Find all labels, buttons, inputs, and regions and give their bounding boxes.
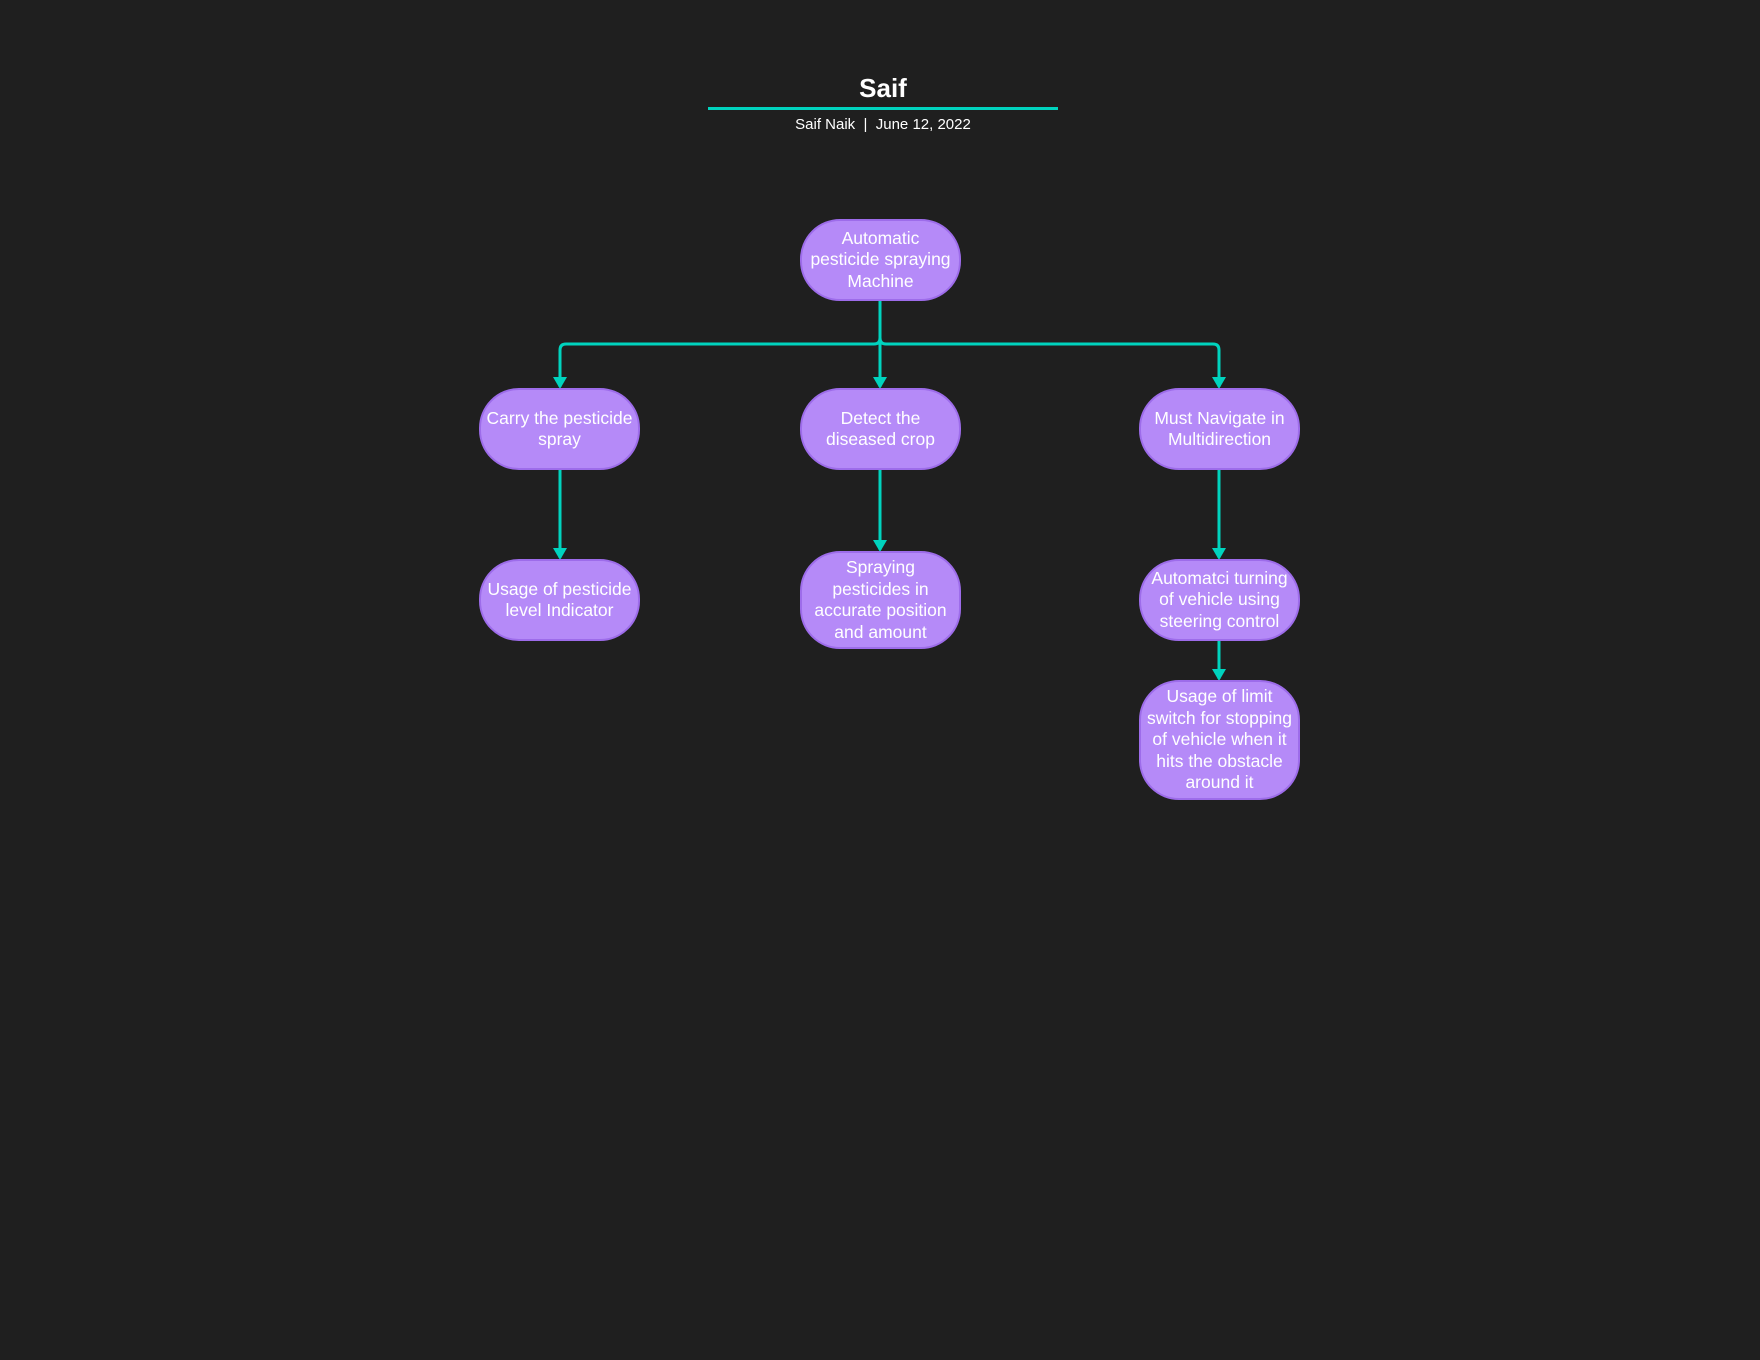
node-root[interactable]: Automatic pesticide spraying Machine bbox=[800, 219, 961, 301]
diagram-title: Saif bbox=[859, 73, 907, 103]
node-carry-pesticide-spray[interactable]: Carry the pesticide spray bbox=[479, 388, 640, 470]
node-pesticide-level-indicator[interactable]: Usage of pesticide level Indicator bbox=[479, 559, 640, 641]
diagram-header: Saif Saif Naik | June 12, 2022 bbox=[708, 72, 1058, 133]
node-limit-switch[interactable]: Usage of limit switch for stopping of ve… bbox=[1139, 680, 1300, 800]
title-underline bbox=[708, 107, 1058, 110]
connector-root-to-carry bbox=[553, 337, 882, 389]
node-spraying-accurate[interactable]: Spraying pesticides in accurate position… bbox=[800, 551, 961, 649]
node-navigate-multidirection[interactable]: Must Navigate in Multidirection bbox=[1139, 388, 1300, 470]
connector-root-to-navigate bbox=[878, 337, 1226, 389]
node-detect-diseased-crop[interactable]: Detect the diseased crop bbox=[800, 388, 961, 470]
node-automatic-turning[interactable]: Automatci turning of vehicle using steer… bbox=[1139, 559, 1300, 641]
author-date-line: Saif Naik | June 12, 2022 bbox=[795, 116, 971, 133]
